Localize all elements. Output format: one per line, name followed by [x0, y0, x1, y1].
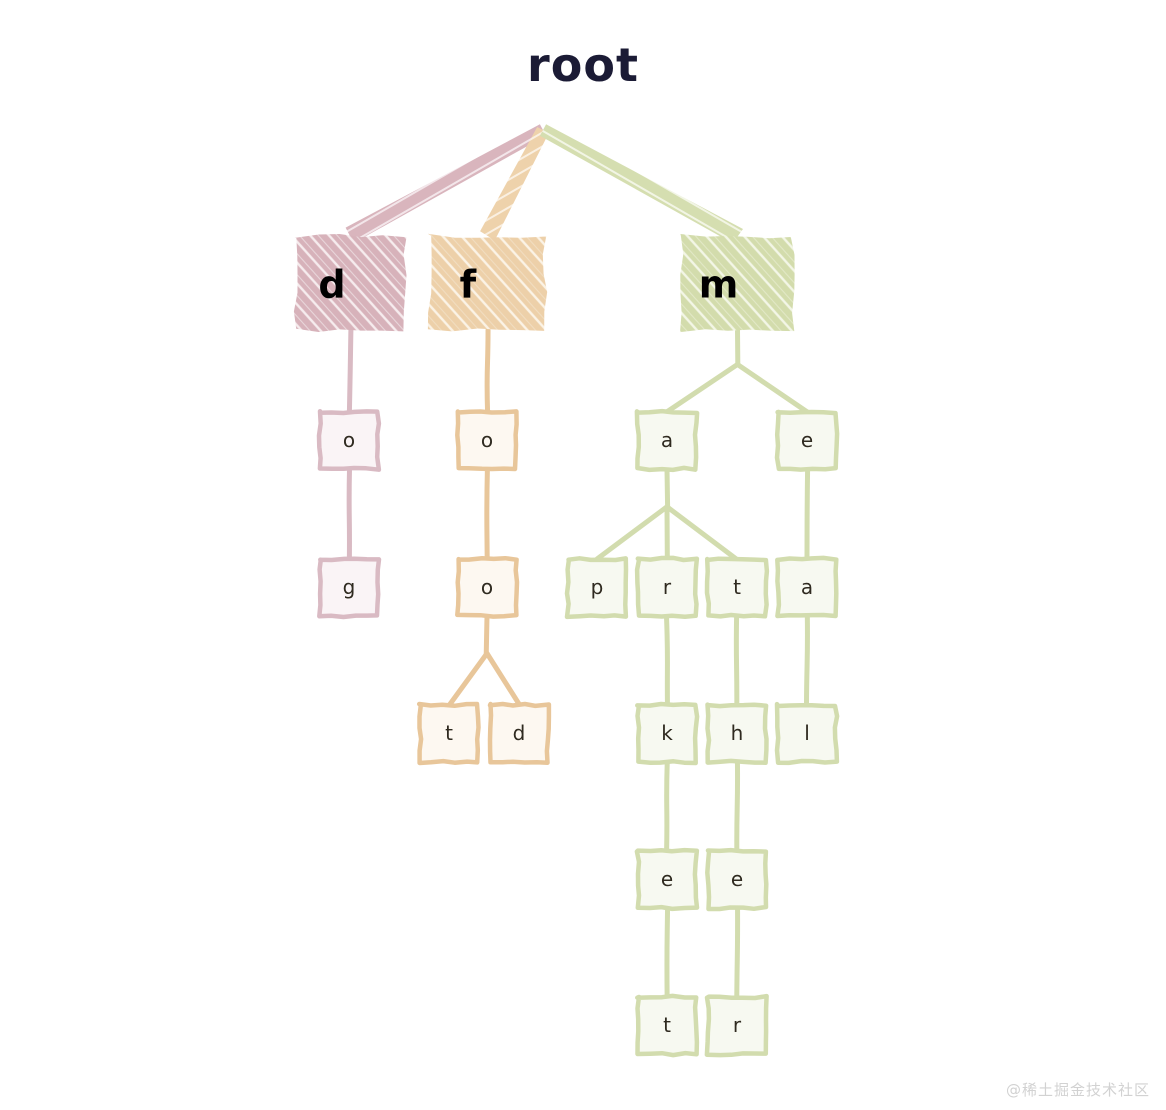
trie-node-d[interactable]: d	[293, 234, 407, 332]
edge-f-o-o-to-f-o-o-t	[446, 650, 490, 708]
node-label-m: m	[699, 263, 739, 307]
trie-node-m[interactable]: m	[680, 234, 795, 333]
node-label-m-a-r-k-e: e	[661, 867, 673, 891]
edge-root-to-f	[480, 127, 549, 241]
trie-node-m-e[interactable]: e	[774, 409, 840, 472]
node-box	[705, 847, 769, 912]
trie-node-f-o-o[interactable]: o	[455, 555, 520, 619]
node-label-m-a-t: t	[733, 575, 741, 599]
trie-node-m-a-t[interactable]: t	[704, 556, 770, 619]
nodes-layer: d f m o o a e g o p r t a t d k h l e e t r	[293, 233, 840, 1058]
node-box	[634, 408, 700, 473]
node-label-m-e-a: a	[801, 575, 813, 599]
node-box	[416, 701, 481, 766]
edge-root-to-m	[539, 124, 743, 244]
trie-node-m-a-r-k[interactable]: k	[635, 701, 700, 766]
node-box	[293, 234, 407, 332]
node-box	[317, 556, 382, 620]
node-label-f: f	[460, 263, 477, 307]
trie-node-m-a-t-h-e-r[interactable]: r	[704, 993, 769, 1058]
trie-node-m-a-r-k-e[interactable]: e	[634, 847, 700, 912]
edges-layer	[345, 124, 811, 1000]
edge-m-a-t-h-to-m-a-t-h-e	[734, 759, 741, 854]
edge-stem-f-o-o	[483, 613, 490, 656]
watermark: @稀土掘金技术社区	[1005, 1081, 1150, 1099]
node-box	[487, 701, 552, 765]
trie-node-m-e-a[interactable]: a	[775, 555, 839, 619]
edge-f-o-to-f-o-o	[484, 466, 490, 562]
node-box	[774, 701, 840, 766]
node-box	[704, 993, 769, 1058]
node-label-f-o: o	[481, 428, 493, 452]
edge-m-a-t-to-m-a-t-h	[733, 613, 740, 708]
edge-m-a-r-k-e-to-m-a-r-k-e-t	[664, 905, 671, 1000]
edge-m-to-m-a	[664, 361, 740, 415]
trie-node-f-o[interactable]: o	[455, 409, 519, 472]
trie-node-m-a-t-h[interactable]: h	[705, 702, 769, 765]
node-box	[564, 556, 629, 620]
trie-node-m-a-r[interactable]: r	[634, 555, 700, 619]
edge-m-a-to-m-a-t	[664, 504, 739, 562]
edge-f-o-o-to-f-o-o-d	[484, 650, 523, 708]
trie-node-d-o[interactable]: o	[316, 409, 382, 472]
node-box	[427, 233, 548, 332]
edge-m-a-t-h-e-to-m-a-t-h-e-r	[734, 905, 741, 1000]
node-box	[774, 409, 840, 472]
node-label-m-a-t-h-e-r: r	[733, 1013, 742, 1037]
edge-f-to-f-o	[484, 327, 491, 415]
trie-node-m-a[interactable]: a	[634, 408, 700, 473]
edge-m-e-a-to-m-e-a-l	[803, 613, 810, 708]
node-box	[635, 993, 700, 1058]
node-label-m-e: e	[801, 428, 813, 452]
node-label-f-o-o-t: t	[445, 721, 453, 745]
trie-node-m-a-t-h-e[interactable]: e	[705, 847, 769, 912]
node-label-f-o-o: o	[481, 575, 493, 599]
node-label-m-a-r-k-e-t: t	[663, 1013, 671, 1037]
node-label-d-o-g: g	[343, 575, 356, 599]
node-box	[634, 847, 700, 912]
edge-stem-m-a	[664, 466, 671, 510]
node-label-m-a-p: p	[591, 575, 604, 599]
edge-m-a-to-m-a-p	[594, 504, 670, 562]
node-box	[316, 409, 382, 472]
node-label-d: d	[318, 263, 345, 307]
edge-m-e-to-m-e-a	[804, 466, 811, 562]
node-label-m-a-r-k: k	[661, 721, 673, 745]
node-label-m-e-a-l: l	[804, 721, 810, 745]
node-label-m-a-t-h-e: e	[731, 867, 743, 891]
node-box	[680, 234, 795, 333]
trie-node-m-a-r-k-e-t[interactable]: t	[635, 993, 700, 1058]
node-label-m-a-r: r	[663, 575, 672, 599]
page-title: root	[527, 38, 639, 92]
trie-node-m-a-p[interactable]: p	[564, 556, 629, 620]
trie-node-d-o-g[interactable]: g	[317, 556, 382, 620]
node-box	[634, 555, 700, 619]
edge-m-a-r-to-m-a-r-k	[663, 613, 670, 708]
node-label-m-a: a	[661, 428, 673, 452]
node-box	[705, 702, 769, 765]
trie-node-f-o-o-d[interactable]: d	[487, 701, 552, 765]
node-box	[635, 701, 700, 766]
trie-node-f[interactable]: f	[427, 233, 548, 332]
node-box	[775, 555, 839, 619]
node-label-m-a-t-h: h	[731, 721, 744, 745]
trie-node-f-o-o-t[interactable]: t	[416, 701, 481, 766]
node-box	[704, 556, 770, 619]
edge-d-to-d-o	[346, 327, 354, 415]
edge-m-a-r-k-to-m-a-r-k-e	[664, 759, 670, 854]
edge-root-to-d	[345, 124, 547, 243]
trie-node-m-e-a-l[interactable]: l	[774, 701, 840, 766]
node-box	[455, 555, 520, 619]
edge-m-to-m-e	[735, 361, 810, 415]
node-label-f-o-o-d: d	[513, 721, 526, 745]
node-box	[455, 409, 519, 472]
node-label-d-o: o	[343, 428, 355, 452]
